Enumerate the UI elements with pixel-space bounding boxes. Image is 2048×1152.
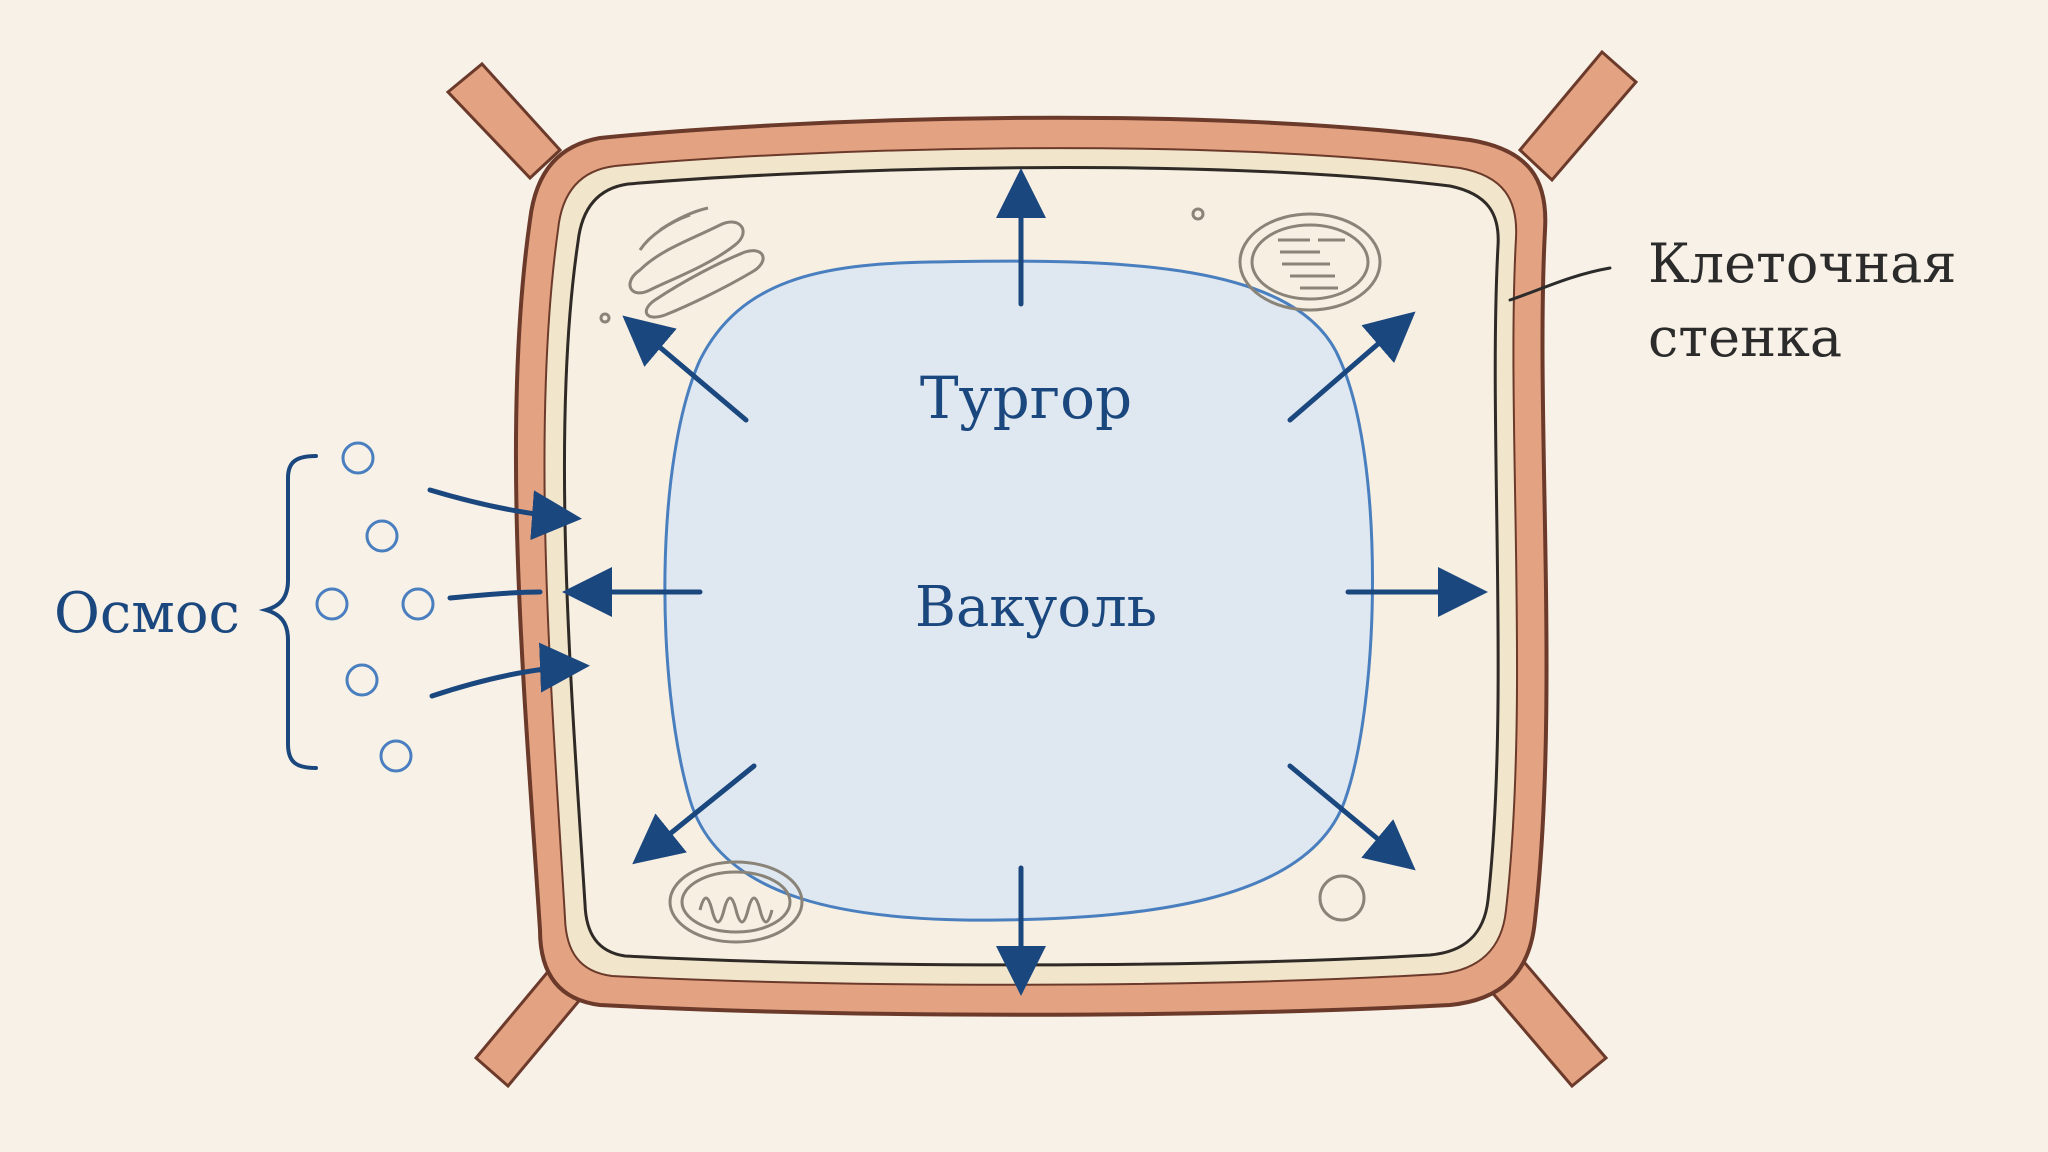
water-molecule	[401, 587, 435, 621]
osmosis-arrow-bottom	[429, 642, 590, 699]
cell-wall-label-line1: Клеточная	[1648, 232, 1956, 295]
vesicle-bottom-right	[1318, 874, 1366, 922]
water-molecule	[341, 441, 375, 475]
arrow-up-left	[622, 315, 749, 423]
water-molecule	[365, 519, 399, 553]
chloroplast-organelle-top	[1238, 212, 1382, 312]
osmosis-label: Осмос	[54, 581, 240, 646]
turgor-arrows	[562, 168, 1488, 996]
arrow-down-left	[632, 763, 757, 865]
cell-wall-leader-line	[1508, 266, 1612, 302]
osmosis-arrow-top	[427, 487, 582, 541]
water-molecule	[315, 587, 349, 621]
water-molecule	[379, 739, 413, 773]
vacuole-label: Вакуоль	[915, 575, 1157, 640]
osmosis-brace	[258, 454, 318, 770]
turgor-label: Тургор	[920, 364, 1132, 432]
vacuole	[663, 259, 1374, 922]
cell-wall-extension-top-left	[445, 61, 563, 181]
osmosis-arrow-middle	[447, 589, 543, 601]
water-molecule	[345, 663, 379, 697]
cell-wall-label-line2: стенка	[1648, 306, 1842, 369]
mitochondrion-organelle-bottom	[668, 860, 804, 944]
arrow-down-right	[1287, 763, 1416, 871]
osmosis-arrows	[427, 487, 590, 699]
small-vesicle-top	[1191, 207, 1205, 221]
water-molecules	[315, 441, 435, 773]
cell-wall-extension-top-right	[1517, 49, 1639, 183]
arrow-up-right	[1287, 311, 1416, 423]
